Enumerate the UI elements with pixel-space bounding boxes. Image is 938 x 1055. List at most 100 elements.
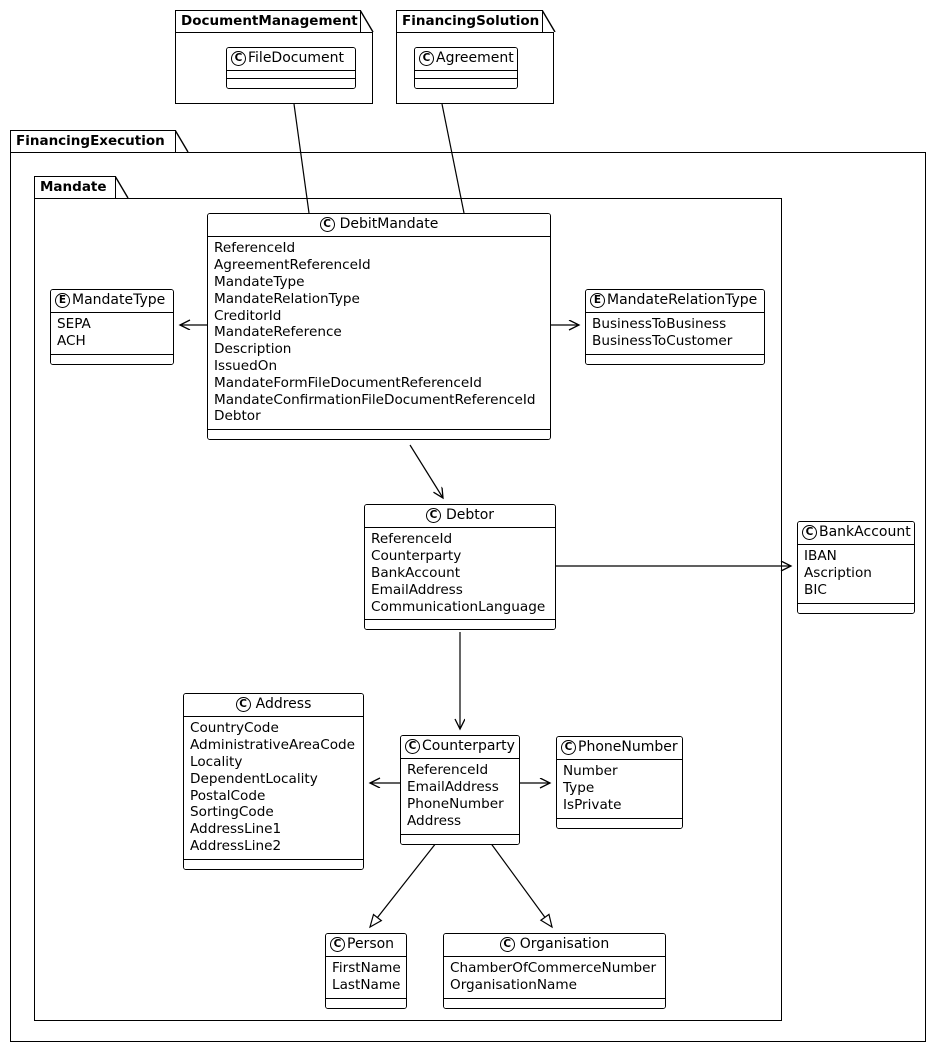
class-stereotype-icon: C	[231, 51, 246, 67]
class-operations	[184, 859, 363, 869]
package-financingexecution: FinancingExecution	[10, 130, 926, 1042]
class-name: MandateType	[72, 292, 166, 308]
class-name: Person	[347, 936, 395, 952]
class-attribute: Ascription	[804, 565, 872, 582]
class-stereotype-icon: C	[330, 937, 345, 953]
package-tab-corner	[542, 10, 556, 32]
class-attribute: SortingCode	[190, 804, 274, 821]
class-attribute: AgreementReferenceId	[214, 257, 371, 274]
class-attributes	[227, 71, 355, 80]
class-attribute: Description	[214, 341, 292, 358]
class-attribute: OrganisationName	[450, 977, 577, 994]
class-attribute: ReferenceId	[214, 240, 296, 257]
class-operations	[326, 998, 406, 1008]
class-name: Organisation	[519, 936, 610, 952]
class-attributes	[415, 71, 517, 80]
class-operations	[51, 354, 173, 364]
class-attribute: AddressLine1	[190, 821, 282, 838]
class-attribute: BankAccount	[371, 564, 461, 581]
package-label: Mandate	[40, 178, 107, 195]
class-name: DebitMandate	[339, 216, 439, 232]
package-mandate: Mandate	[34, 176, 782, 1021]
class-attribute: EmailAddress	[371, 581, 463, 598]
class-attribute: IBAN	[804, 548, 837, 565]
class-attribute: FirstName	[332, 960, 401, 977]
package-tab-corner	[175, 130, 189, 152]
class-attribute: SEPA	[57, 316, 91, 333]
class-operations	[227, 79, 355, 89]
class-operations	[365, 620, 555, 630]
class-attribute: CreditorId	[214, 307, 282, 324]
class-operations	[444, 998, 665, 1008]
package-tab: FinancingExecution	[10, 130, 176, 152]
class-name: PhoneNumber	[578, 739, 678, 755]
class-operations	[798, 603, 914, 613]
class-name: FileDocument	[248, 50, 344, 66]
class-name: Address	[255, 696, 312, 712]
class-attribute: ChamberOfCommerceNumber	[450, 960, 657, 977]
class-attribute: BIC	[804, 581, 827, 598]
package-tab: FinancingSolution	[396, 10, 543, 32]
package-label: FinancingExecution	[16, 132, 165, 149]
package-body	[34, 198, 782, 1021]
class-name: Debtor	[445, 507, 495, 523]
class-operations	[415, 79, 517, 89]
class-attribute: PostalCode	[190, 787, 266, 804]
package-label: DocumentManagement	[181, 12, 358, 29]
class-attribute: LastName	[332, 977, 401, 994]
package-tab: DocumentManagement	[175, 10, 361, 32]
class-stereotype-icon: C	[499, 937, 515, 953]
class-attribute: Debtor	[214, 408, 261, 425]
class-attribute: AdministrativeAreaCode	[190, 737, 356, 754]
class-stereotype-icon: C	[235, 697, 251, 713]
package-label: FinancingSolution	[402, 12, 540, 29]
class-operations	[586, 354, 764, 364]
class-attribute: BusinessToBusiness	[592, 316, 727, 333]
class-attribute: ACH	[57, 333, 86, 350]
package-tab-corner	[115, 176, 129, 198]
class-attribute: Number	[563, 763, 618, 780]
class-name: BankAccount	[819, 524, 911, 540]
class-attribute: MandateConfirmationFileDocumentReference…	[214, 391, 536, 408]
class-operations	[208, 430, 550, 440]
class-attribute: MandateType	[214, 273, 305, 290]
class-attribute: Counterparty	[371, 548, 462, 565]
class-stereotype-icon: C	[425, 508, 441, 524]
package-body	[396, 32, 554, 104]
class-name: Counterparty	[422, 738, 515, 754]
class-operations	[401, 834, 519, 844]
class-attribute: ReferenceId	[407, 762, 489, 779]
class-attribute: MandateRelationType	[214, 290, 360, 307]
package-tab: Mandate	[34, 176, 116, 198]
class-attribute: MandateReference	[214, 324, 342, 341]
